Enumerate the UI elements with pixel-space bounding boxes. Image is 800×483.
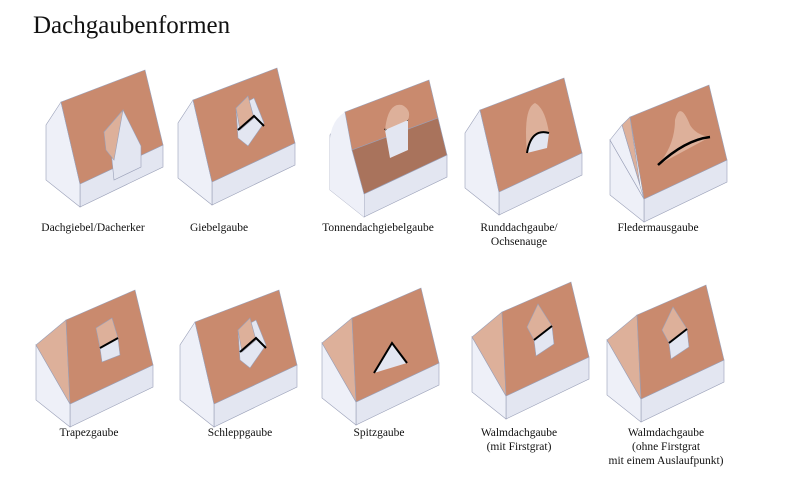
house-9: [471, 281, 590, 420]
half-hip: [621, 116, 641, 186]
dormer-edge: [533, 325, 553, 341]
house-4: [464, 77, 583, 216]
house-3: [329, 79, 448, 218]
house-8: [321, 287, 440, 426]
label-trapez: Trapezgaube: [59, 427, 119, 439]
page-title: Dachgaubenformen: [33, 12, 231, 39]
dormer-edge: [237, 114, 265, 131]
house-7: [179, 289, 298, 428]
label-runddach: Runddachgaube/ Ochsenauge: [480, 222, 558, 248]
label-tonnendach: Tonnendachgiebelgaube: [322, 222, 434, 234]
dormer-edge: [373, 341, 408, 374]
dormer-roof: [658, 111, 710, 165]
dormer-edge: [239, 336, 267, 353]
dormer-edge: [657, 135, 711, 166]
dormer-roof: [103, 108, 124, 161]
house-5: [609, 84, 728, 223]
house-10: [606, 284, 725, 423]
label-walm-first: Walmdachgaube (mit Firstgrat): [480, 427, 558, 453]
dormer-roof: [235, 95, 255, 131]
dormer-roof: [385, 104, 410, 130]
dormer-front: [527, 132, 549, 153]
roof-lower: [351, 117, 448, 195]
label-giebelgaube: Giebelgaube: [189, 222, 249, 234]
house-6: [35, 289, 154, 428]
dormer-edge: [99, 337, 119, 349]
label-walm-auslauf: Walmdachgaube (ohne Firstgrat mit einem …: [608, 427, 724, 467]
dormer-roof: [237, 317, 257, 353]
house-2: [177, 67, 296, 206]
dormer-front: [374, 343, 407, 373]
gable-end-round: [330, 112, 364, 217]
house-1: [45, 69, 164, 208]
roof: [351, 287, 440, 403]
label-fledermaus: Fledermausgaube: [617, 222, 699, 234]
dormer-edge: [668, 328, 688, 344]
label-schlepp: Schleppgaube: [207, 427, 273, 439]
label-spitz: Spitzgaube: [353, 427, 405, 439]
dormer-edge: [526, 131, 550, 154]
label-dachgiebel: Dachgiebel/Dacherker: [41, 222, 145, 234]
